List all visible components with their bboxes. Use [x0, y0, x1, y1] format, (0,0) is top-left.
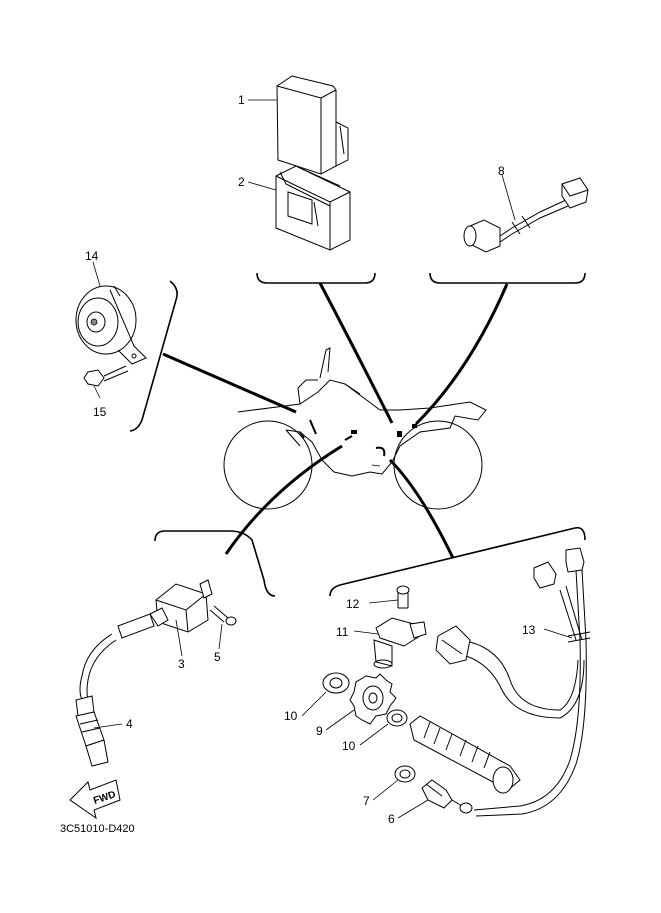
callout-3: 3: [178, 657, 185, 671]
callout-15: 15: [93, 405, 107, 419]
part-7-washer: [394, 765, 416, 783]
part-9-rotor-gear: [349, 673, 397, 725]
crankshaft: [409, 715, 521, 794]
callout-13: 13: [522, 623, 536, 637]
part-10-washer-a: [322, 672, 350, 694]
callout-leaders: [92, 99, 573, 819]
part-1-ecu: [276, 75, 349, 175]
callout-1: 1: [238, 93, 245, 107]
callout-12: 12: [346, 597, 360, 611]
callout-8: 8: [498, 164, 505, 178]
callout-10a: 10: [284, 709, 298, 723]
callout-2: 2: [238, 175, 245, 189]
part-2-ecu-bracket: [275, 165, 351, 251]
part-8-sensor: [463, 177, 589, 253]
callout-7: 7: [363, 794, 370, 808]
bike-highlights: [299, 419, 417, 467]
callout-4: 4: [126, 717, 133, 731]
callout-6: 6: [388, 812, 395, 826]
callout-5: 5: [214, 650, 221, 664]
group-leader-lines: [162, 282, 509, 559]
part-12-bolt: [396, 585, 410, 609]
part-5-screw: [209, 605, 237, 626]
part-4-plug-cap: [75, 633, 117, 767]
part-13-harness: [435, 547, 591, 817]
part-15-bolt: [83, 365, 129, 387]
diagram-code: 3C51010-D420: [60, 823, 135, 835]
group-brackets: [129, 272, 586, 597]
fwd-arrow-icon: FWD: [69, 779, 121, 820]
callout-9: 9: [316, 724, 323, 738]
callout-14: 14: [85, 249, 99, 263]
part-3-ignition-coil: [117, 579, 213, 639]
part-6-switch: [421, 779, 473, 814]
part-10-washer-b: [386, 709, 408, 727]
callout-11: 11: [336, 625, 349, 639]
part-11-sensor: [373, 617, 427, 669]
motorcycle-silhouette: [223, 347, 487, 510]
callout-10b: 10: [342, 739, 356, 753]
callout-numbers: 1 2 8 14 15 3 5 4 12 11 13 10 9 10 7 6: [85, 93, 536, 826]
part-14-horn: [75, 285, 147, 365]
